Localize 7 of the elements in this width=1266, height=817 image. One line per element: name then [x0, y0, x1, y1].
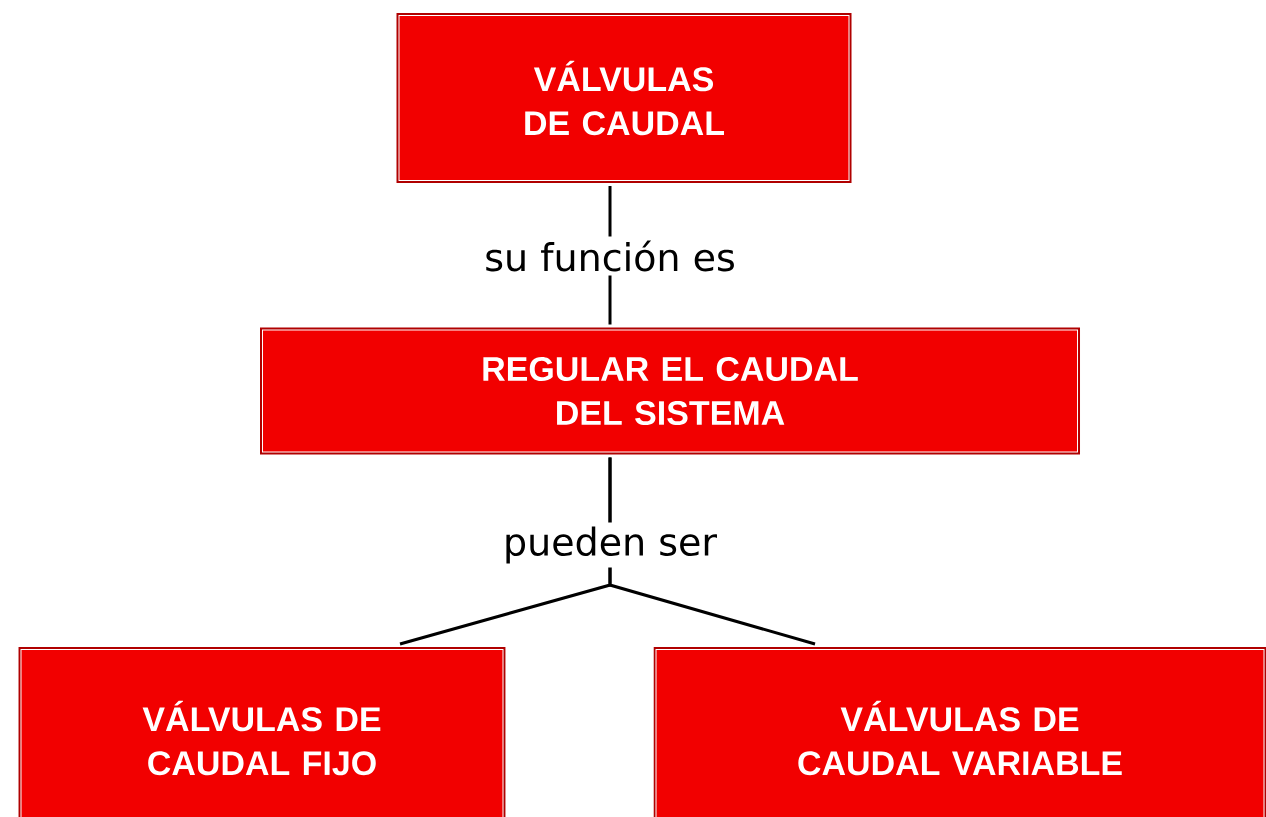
concept-box: VÁLVULAS DE CAUDAL VARIABLE — [650, 644, 1266, 817]
concept-box: VÁLVULAS DE CAUDAL — [393, 10, 855, 186]
concept-box: REGULAR EL CAUDAL DEL SISTEMA — [257, 324, 1083, 458]
concept-box: VÁLVULAS DE CAUDAL FIJO — [15, 644, 509, 817]
edge-label: pueden ser — [499, 522, 722, 568]
connector-line — [608, 457, 816, 646]
edge-label: su función es — [480, 236, 740, 276]
